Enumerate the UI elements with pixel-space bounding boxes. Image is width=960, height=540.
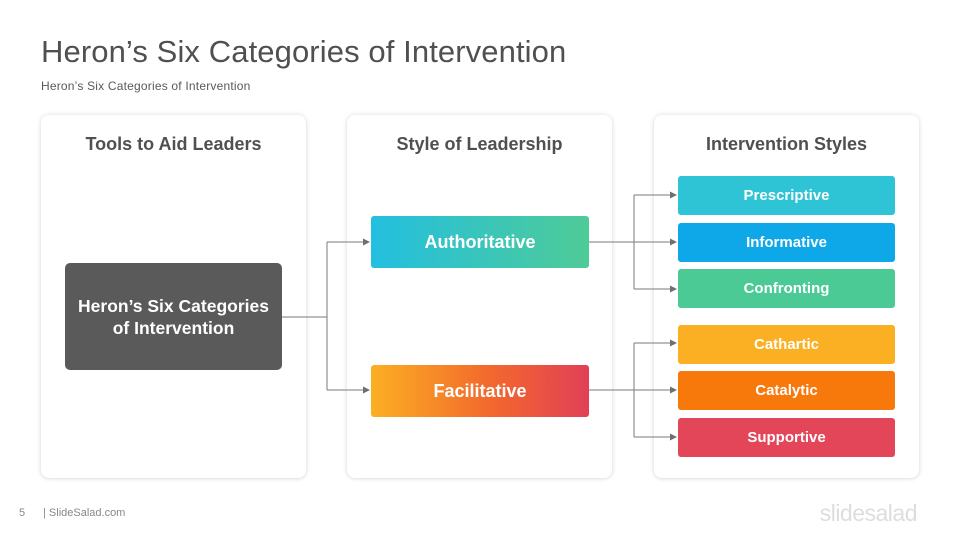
root-node: Heron’s Six Categories of Intervention [65, 263, 282, 370]
intervention-node-catalytic: Catalytic [678, 371, 895, 410]
intervention-node-prescriptive: Prescriptive [678, 176, 895, 215]
intervention-node-cathartic: Cathartic [678, 325, 895, 364]
intervention-node-supportive: Supportive [678, 418, 895, 457]
footer-source: | SlideSalad.com [43, 507, 126, 519]
panel-heading-tools: Tools to Aid Leaders [85, 134, 262, 154]
page-number: 5 [19, 507, 26, 519]
slide-subtitle: Heron’s Six Categories of Intervention [41, 79, 251, 93]
style-node-authoritative: Authoritative [371, 216, 589, 268]
brand-logo: slidesalad [819, 500, 918, 526]
intervention-node-informative: Informative [678, 223, 895, 262]
intervention-node-confronting: Confronting [678, 269, 895, 308]
panel-heading-leadership-style: Style of Leadership [396, 134, 563, 154]
slide-title: Heron’s Six Categories of Intervention [41, 34, 567, 69]
panel-leadership-style: Style of Leadership [347, 115, 612, 478]
panel-heading-intervention-styles: Intervention Styles [705, 134, 868, 154]
style-node-facilitative: Facilitative [371, 365, 589, 417]
